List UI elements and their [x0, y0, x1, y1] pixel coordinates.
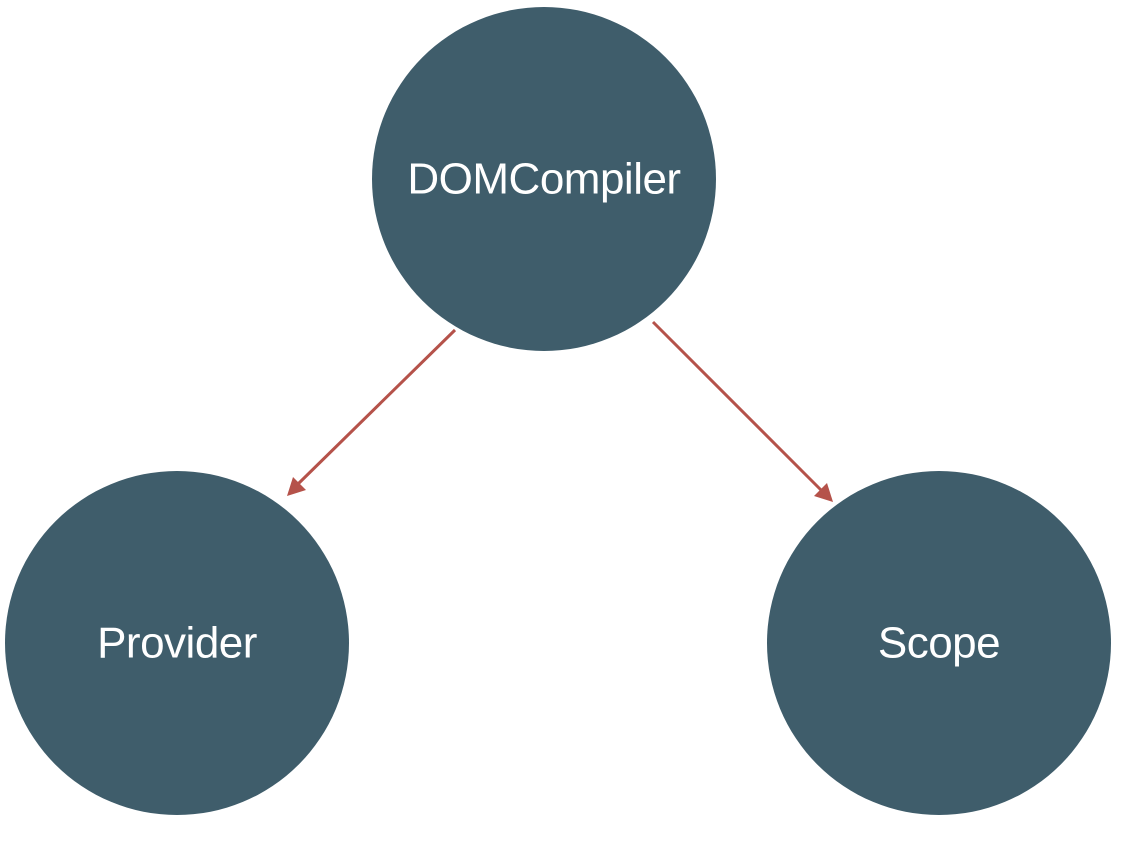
edge-domcompiler-to-provider — [287, 328, 457, 496]
node-circle — [767, 471, 1111, 815]
node-label-provider: Provider — [97, 619, 257, 668]
arrowhead-icon — [287, 477, 306, 496]
node-circle — [372, 7, 716, 351]
edge-line — [651, 320, 823, 492]
diagram-edges — [287, 320, 833, 502]
node-circle — [5, 471, 349, 815]
arrowhead-icon — [814, 483, 833, 502]
node-provider: Provider — [5, 471, 349, 815]
edge-domcompiler-to-scope — [651, 320, 833, 502]
node-label-scope: Scope — [878, 619, 1000, 668]
edge-line — [296, 328, 457, 486]
node-label-domcompiler: DOMCompiler — [407, 155, 680, 204]
node-scope: Scope — [767, 471, 1111, 815]
node-domcompiler: DOMCompiler — [372, 7, 716, 351]
